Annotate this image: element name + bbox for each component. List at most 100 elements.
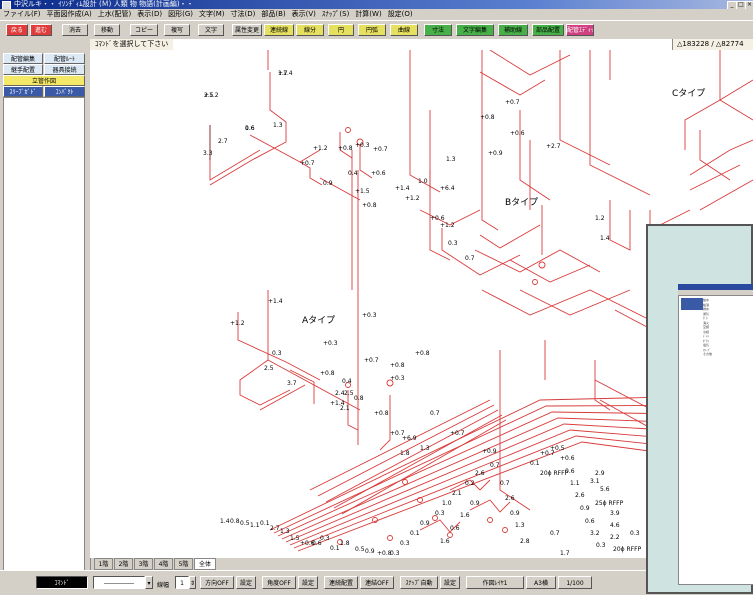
dimension-label: 1.0 [442, 500, 452, 507]
dimension-label: 0.3 [630, 530, 640, 537]
inset-screenshot: 給水給湯排水通気ｶﾞｽ消火空調冷媒ﾄﾞﾚﾝﾀﾞｸﾄ電気ｽﾘｰﾌﾞその他 [646, 224, 753, 594]
tab-floor-5[interactable]: 5階 [174, 558, 193, 570]
menu-settings[interactable]: 設定(O) [387, 10, 413, 18]
valve-symbol [387, 535, 393, 541]
toolbar-button-13[interactable]: 寸法 [424, 24, 452, 36]
menu-calc[interactable]: 計算(W) [355, 10, 382, 18]
pipe-segment-54 [309, 399, 491, 491]
side-button-fitting[interactable]: 継手配置 [3, 64, 43, 75]
dimension-label: 0.9 [420, 520, 430, 527]
toolbar-button-4[interactable]: コピー [130, 24, 158, 36]
dimension-label: 20ϕ RFFP [613, 546, 642, 553]
dimension-label: +1.2 [405, 195, 420, 202]
dimension-label: 0.9 [470, 500, 480, 507]
menu-water[interactable]: 上水(配管) [97, 10, 132, 18]
side-button-fixture[interactable]: 器具接続 [44, 64, 85, 75]
dimension-label: 0.1 [410, 530, 420, 537]
toolbar-button-10[interactable]: 円 [328, 24, 354, 36]
toolbar-button-14[interactable]: 文字編集 [456, 24, 494, 36]
pipe-segment-66 [419, 519, 461, 533]
dimension-label: 0.3 [435, 510, 445, 517]
toolbar-button-0[interactable]: 戻る [6, 24, 28, 36]
pipe-segment-20 [481, 50, 499, 231]
paper-size[interactable]: A3横 [526, 576, 556, 589]
dimension-label: 0.3 [596, 542, 606, 549]
ortho-toggle[interactable]: 方向OFF [200, 576, 234, 589]
dimension-label: 0.1 [530, 460, 540, 467]
ortho-settings-button[interactable]: 設定 [236, 576, 256, 589]
tab-all[interactable]: 全体 [194, 558, 216, 570]
menu-snap[interactable]: ｽﾅｯﾌﾟ(S) [321, 10, 350, 18]
side-button-pipe-edit[interactable]: 配管編集 [3, 53, 43, 64]
valve-symbol [432, 515, 438, 521]
dimension-label: +0.7 [300, 160, 315, 167]
toolbar-button-7[interactable]: 属性変更 [232, 24, 262, 36]
pipe-segment-14 [289, 369, 315, 404]
scale-select[interactable]: 1/100 [558, 576, 592, 589]
dimension-label: 0.6 [565, 468, 575, 475]
linetype-select[interactable]: ――――― [93, 576, 145, 589]
type-c-label: Cタイプ [672, 89, 706, 99]
snap-toggle[interactable]: ｽﾅｯﾌﾟ自動 [400, 576, 438, 589]
tab-floor-4[interactable]: 4階 [154, 558, 173, 570]
toolbar-button-16[interactable]: 部品配置 [532, 24, 564, 36]
toolbar-button-15[interactable]: 補助線 [498, 24, 528, 36]
command-toolbar: 戻る進む消去移動コピー複写文字属性変更連続線線分円円弧曲線寸法文字編集補助線部品… [0, 20, 753, 40]
toolbar-button-1[interactable]: 進む [30, 24, 52, 36]
pipe-segment-29 [474, 249, 601, 273]
menu-shape[interactable]: 図形(G) [168, 10, 193, 18]
menu-display[interactable]: 表示(V) [291, 10, 316, 18]
snap-settings-button[interactable]: 設定 [440, 576, 460, 589]
menu-plan[interactable]: 平面図作成(A) [46, 10, 92, 18]
pipe-segment-2 [249, 134, 321, 163]
side-button-riser[interactable]: 立管作図 [3, 75, 85, 86]
dimension-label: +1.2 [313, 145, 328, 152]
toolbar-button-3[interactable]: 移動 [94, 24, 120, 36]
menu-view[interactable]: 表示(D) [137, 10, 163, 18]
link-toggle[interactable]: 連結OFF [360, 576, 394, 589]
linewidth-spin-icon[interactable]: ⇕ [189, 576, 196, 589]
menu-file[interactable]: ファイル(F) [3, 10, 41, 18]
side-panel: 配管編集 配管ﾙｰﾄ 継手配置 器具接続 立管作図 ｽﾘｰﾌﾞｶﾞﾄﾞ ｺﾝﾊﾟ… [0, 50, 91, 583]
dimension-label: 0.9 [580, 505, 590, 512]
tab-floor-3[interactable]: 3階 [134, 558, 153, 570]
linetype-dropdown-icon[interactable]: ▾ [145, 576, 153, 589]
linewidth-input[interactable]: 1 [175, 576, 189, 589]
menu-parts[interactable]: 部品(B) [261, 10, 286, 18]
toolbar-button-9[interactable]: 線分 [296, 24, 324, 36]
toolbar-button-6[interactable]: 文字 [198, 24, 224, 36]
pipe-segment-61 [594, 360, 611, 411]
angle-settings-button[interactable]: 設定 [298, 576, 318, 589]
tab-floor-2[interactable]: 2階 [114, 558, 133, 570]
pipe-segment-33 [559, 50, 611, 166]
dimension-label: 1.8 [400, 450, 410, 457]
pipe-segment-65 [469, 499, 511, 513]
dimension-label: +0.6 [371, 170, 386, 177]
toolbar-button-5[interactable]: 複写 [164, 24, 190, 36]
side-button-sleeve[interactable]: ｽﾘｰﾌﾞｶﾞﾄﾞ [3, 86, 43, 97]
pipe-segment-42 [699, 179, 753, 211]
dimension-label: 20ϕ RFFP [540, 470, 569, 477]
dimension-label: +1.4 [395, 185, 410, 192]
menu-dimension[interactable]: 寸法(D) [230, 10, 256, 18]
side-button-pipe-route[interactable]: 配管ﾙｰﾄ [44, 53, 85, 64]
angle-toggle[interactable]: 角度OFF [262, 576, 296, 589]
toolbar-button-11[interactable]: 円弧 [358, 24, 386, 36]
connect-toggle[interactable]: 連続配置 [324, 576, 358, 589]
tab-floor-1[interactable]: 1階 [94, 558, 113, 570]
toolbar-button-2[interactable]: 消去 [62, 24, 88, 36]
menu-text[interactable]: 文字(M) [198, 10, 225, 18]
pipe-segment-30 [509, 259, 591, 283]
dimension-label: 0.4 [342, 378, 352, 385]
type-b-label: Bタイプ [505, 198, 539, 208]
toolbar-button-17[interactable]: 配管ｴﾃﾞｨｯﾄ [566, 24, 594, 36]
side-list[interactable] [3, 97, 85, 583]
layer-select[interactable]: 作図ﾚｲﾔ1 [466, 576, 524, 589]
side-button-compact[interactable]: ｺﾝﾊﾟｸﾄ [44, 86, 85, 97]
dimension-label: 1.2 [595, 215, 605, 222]
toolbar-button-8[interactable]: 連続線 [264, 24, 294, 36]
toolbar-button-12[interactable]: 曲線 [390, 24, 418, 36]
menu-bar: ファイル(F) 平面図作成(A) 上水(配管) 表示(D) 図形(G) 文字(M) 寸法(D… [0, 9, 753, 20]
inset-list-item: ﾄﾞﾚﾝ [703, 334, 710, 338]
